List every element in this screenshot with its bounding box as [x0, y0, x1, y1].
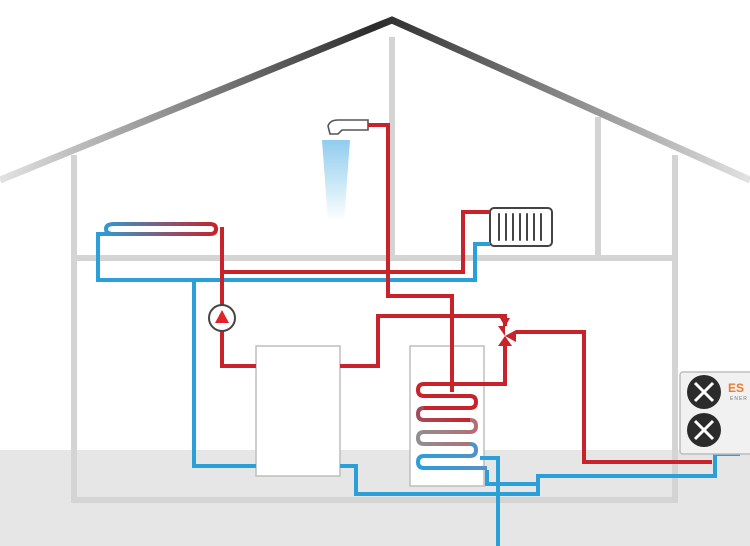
shower-head [327, 119, 369, 135]
cylinder-coil [415, 382, 487, 470]
three-way-valve-icon [498, 318, 516, 346]
brand-logo-text: ES [728, 381, 744, 395]
shower-head-icon [322, 119, 369, 222]
pump-supply-pipe [220, 272, 256, 368]
heat-pump-supply-pipe [516, 330, 712, 464]
hot-water-cylinder [409, 345, 485, 487]
radiator-supply-pipe [220, 210, 490, 274]
hot-pipes [220, 123, 712, 464]
house-walls [71, 37, 678, 503]
buffer-tank [255, 345, 341, 477]
cylinder-cold-link [485, 470, 538, 486]
fan-icon [687, 375, 721, 409]
circulation-pump-icon [208, 304, 236, 332]
cold-pipes [96, 232, 740, 546]
brand-logo-subtext: ENER [730, 396, 748, 402]
cold-water-inlet-pipe [480, 456, 500, 546]
underfloor-heating-loop [98, 222, 219, 236]
radiator-icon [489, 207, 553, 247]
cylinder-coil-feed-pipe [484, 346, 507, 386]
roof-outline [0, 16, 750, 184]
buffer-return-pipe [192, 280, 256, 468]
shower-supply-pipe [368, 123, 454, 392]
outdoor-heat-pump-unit: ES ENER [679, 371, 750, 455]
shower-spray [322, 140, 350, 222]
fan-icon [687, 413, 721, 447]
